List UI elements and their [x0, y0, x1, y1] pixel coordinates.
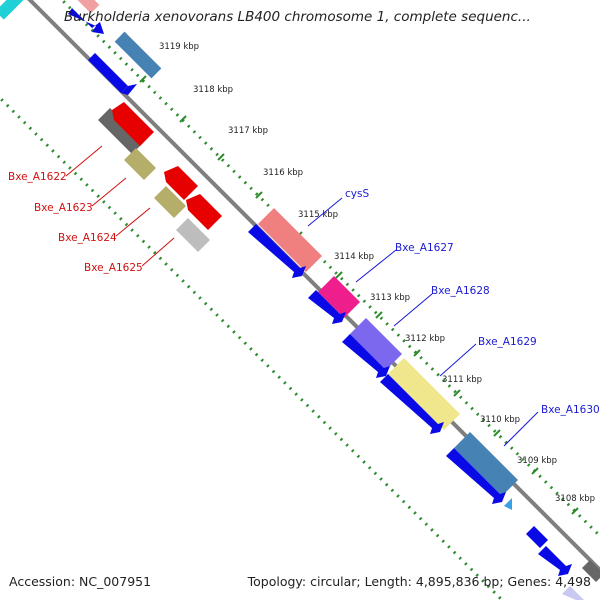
callout-line: [503, 411, 539, 447]
tick-guide-inner: [0, 95, 505, 600]
gene-label[interactable]: cysS: [345, 188, 369, 200]
callout-line: [439, 343, 477, 377]
tick-mark: [493, 429, 501, 437]
tick-label: 3112 kbp: [405, 334, 445, 344]
chromosome-backbone: [27, 0, 600, 573]
cds-arrow: [538, 546, 572, 576]
tick-label: 3116 kbp: [263, 168, 303, 178]
gene-feature-darkgrey: [582, 560, 600, 582]
gene-label[interactable]: Bxe_A1622: [8, 171, 67, 183]
callout-line: [91, 177, 127, 207]
callout-line: [355, 249, 397, 283]
feature-group-top: [0, 0, 162, 95]
gene-feature-red: [112, 102, 154, 146]
callout-line: [393, 293, 433, 327]
callout-line: [65, 145, 103, 177]
tick-label: 3109 kbp: [517, 456, 557, 466]
gene-feature-red: [186, 194, 222, 230]
cds-arrow: [380, 374, 444, 434]
tick-label: 3108 kbp: [555, 494, 595, 504]
gene-feature-olive: [154, 186, 186, 218]
tick-label: 3111 kbp: [442, 375, 482, 385]
callout-line: [307, 197, 343, 227]
gene-label[interactable]: Bxe_A1629: [478, 336, 537, 348]
tick-mark: [255, 191, 263, 199]
cds-arrow: [526, 526, 548, 548]
gene-feature-lavender: [562, 586, 584, 600]
gene-feature-lightgrey: [176, 218, 210, 252]
tick-label: 3110 kbp: [480, 415, 520, 425]
gene-label[interactable]: Bxe_A1628: [431, 285, 490, 297]
gene-feature-slateblue: [350, 318, 402, 370]
genome-summary: Topology: circular; Length: 4,895,836 bp…: [247, 574, 591, 589]
forward-genes: [248, 208, 600, 600]
accession-label: Accession: NC_007951: [9, 574, 152, 589]
gene-feature-cyan: [0, 0, 31, 20]
cds-arrow: [342, 334, 390, 378]
tick-label: 3118 kbp: [193, 85, 233, 95]
cds-arrow: [121, 84, 137, 95]
cds-arrow: [446, 448, 506, 504]
tick-mark: [139, 75, 147, 83]
map-title: Burkholderia xenovorans LB400 chromosome…: [64, 9, 531, 25]
cds-arrow: [88, 53, 128, 93]
tick-mark: [217, 153, 225, 161]
cds-arrow: [68, 8, 104, 34]
gene-label[interactable]: Bxe_A1624: [58, 232, 117, 244]
tick-mark: [179, 115, 187, 123]
callout-line: [141, 237, 175, 267]
reverse-genes: [98, 102, 222, 252]
tick-mark: [375, 311, 383, 319]
gene-feature-darkgrey: [98, 108, 144, 154]
tick-label: 3113 kbp: [370, 293, 410, 303]
gene-feature-steelblue: [454, 432, 518, 496]
tick-label: 3115 kbp: [298, 210, 338, 220]
gene-feature-red: [164, 166, 198, 200]
cds-arrow: [308, 290, 346, 324]
gene-feature-olive: [124, 148, 156, 180]
gene-label[interactable]: Bxe_A1625: [84, 262, 143, 274]
gene-feature-salmon: [258, 208, 322, 272]
tick-mark: [335, 271, 343, 279]
gene-label[interactable]: Bxe_A1623: [34, 202, 93, 214]
tick-label: 3117 kbp: [228, 126, 268, 136]
tick-mark: [531, 467, 539, 475]
gene-label[interactable]: Bxe_A1630: [541, 404, 600, 416]
gene-feature-khaki: [388, 358, 460, 430]
gene-feature-pink: [76, 0, 100, 14]
callout-line: [115, 207, 151, 237]
gene-feature-magenta: [318, 276, 360, 318]
reverse-callouts: [65, 145, 175, 267]
forward-callouts: [307, 197, 539, 447]
cds-arrow: [248, 224, 306, 278]
tick-label: 3114 kbp: [334, 252, 374, 262]
tick-mark: [453, 389, 461, 397]
gene-feature-steelblue: [114, 31, 162, 79]
gene-feature-lightblue: [504, 498, 512, 510]
tick-mark: [571, 507, 579, 515]
tick-mark: [413, 349, 421, 357]
tick-label: 3119 kbp: [159, 42, 199, 52]
gene-label[interactable]: Bxe_A1627: [395, 242, 454, 254]
